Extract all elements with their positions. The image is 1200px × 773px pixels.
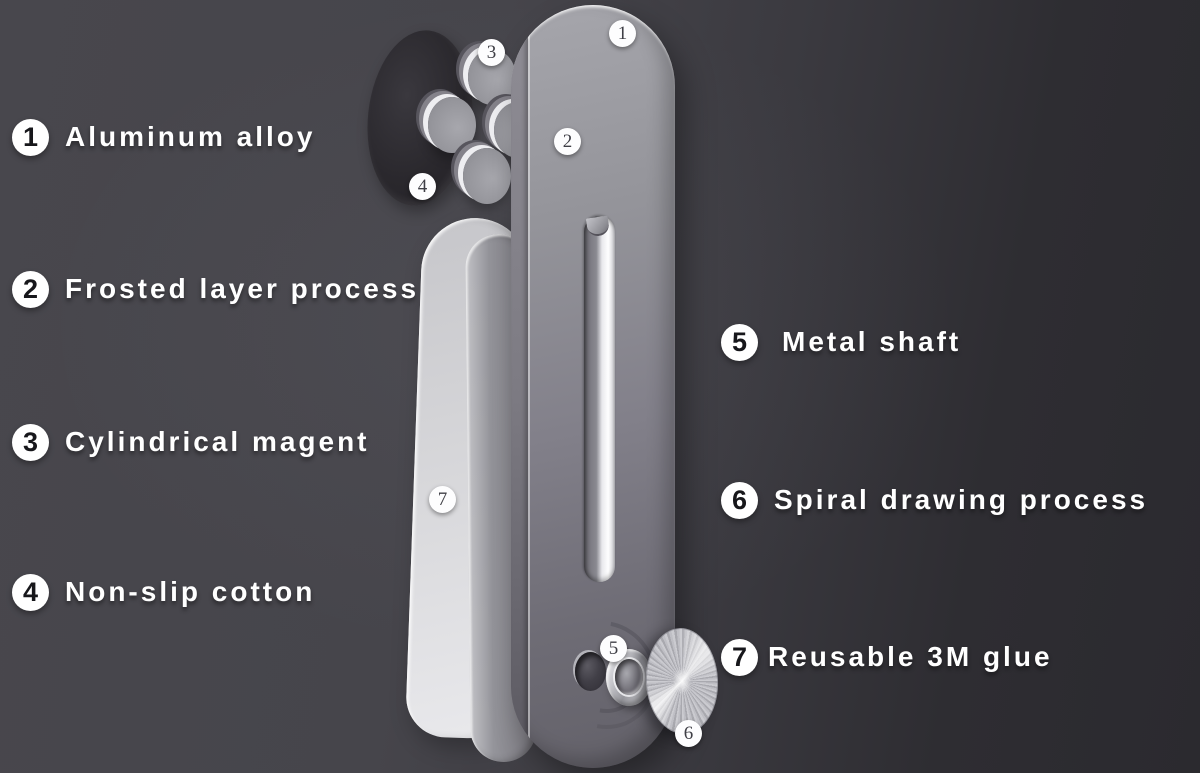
callout-badge-1: 1 <box>12 118 49 156</box>
callout-text-2: Frosted layer process <box>65 273 420 304</box>
shaft-hole <box>575 652 606 691</box>
aluminum-alloy-body <box>511 5 675 768</box>
callout-metal-shaft: 5 Metal shaft <box>721 322 961 362</box>
part-marker-1: 1 <box>609 20 636 47</box>
callout-aluminum-alloy: 1 Aluminum alloy <box>12 117 315 157</box>
callout-text-7: Reusable 3M glue <box>768 641 1053 672</box>
callout-non-slip-cotton: 4 Non-slip cotton <box>12 572 315 612</box>
callout-text-3: Cylindrical magent <box>65 426 370 457</box>
part-marker-5: 5 <box>600 635 627 662</box>
callout-text-1: Aluminum alloy <box>65 121 316 152</box>
callout-cylindrical-magnet: 3 Cylindrical magent <box>12 422 370 462</box>
callout-frosted-layer: 2 Frosted layer process <box>12 269 419 309</box>
callout-badge-3: 3 <box>12 423 49 461</box>
part-marker-2: 2 <box>554 128 581 155</box>
cylindrical-magnet-bottom <box>463 148 511 204</box>
callout-text-6: Spiral drawing process <box>774 484 1149 515</box>
callout-spiral-drawing: 6 Spiral drawing process <box>721 480 1148 520</box>
body-side-face <box>511 5 528 768</box>
body-slot <box>584 215 615 582</box>
part-marker-7: 7 <box>429 486 456 513</box>
callout-text-5: Metal shaft <box>782 326 962 357</box>
shaft-bore <box>615 659 643 695</box>
callout-badge-4: 4 <box>12 573 49 611</box>
callout-badge-6: 6 <box>721 481 758 519</box>
slot-chamfer <box>585 215 611 238</box>
part-marker-4: 4 <box>409 173 436 200</box>
cylindrical-magnet-left <box>428 97 476 153</box>
part-marker-6: 6 <box>675 720 702 747</box>
callout-badge-5: 5 <box>721 323 758 361</box>
callout-text-4: Non-slip cotton <box>65 576 316 607</box>
callout-badge-2: 2 <box>12 270 49 308</box>
callout-reusable-3m-glue: 7 Reusable 3M glue <box>721 637 1053 677</box>
callout-badge-7: 7 <box>721 638 758 676</box>
part-marker-3: 3 <box>478 39 505 66</box>
